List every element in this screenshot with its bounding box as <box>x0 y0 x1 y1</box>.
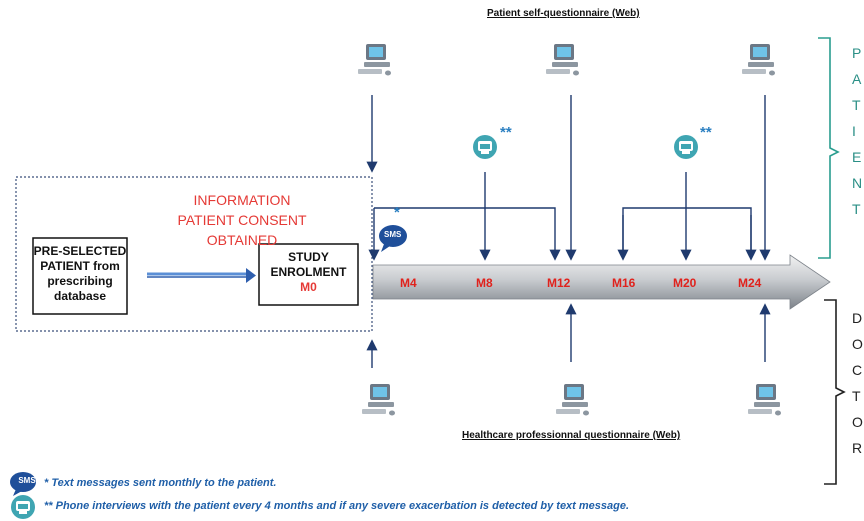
study-m0: M0 <box>300 280 317 294</box>
timeline-m24: M24 <box>738 276 762 290</box>
doctor-side-letters: D O C T O R <box>852 305 864 461</box>
computer-icon <box>748 384 781 416</box>
side-letter: T <box>852 201 861 217</box>
computer-icon <box>742 44 775 76</box>
side-letter: T <box>852 97 861 113</box>
computer-icon <box>556 384 589 416</box>
double-star: ** <box>500 124 512 141</box>
timeline-m12: M12 <box>547 276 571 290</box>
phone-icon <box>674 135 698 159</box>
sms-bubble-label: SMS <box>384 230 402 239</box>
side-letter: A <box>852 71 862 87</box>
side-letter: T <box>852 388 861 404</box>
study-text: STUDY ENROLMENT M0 <box>259 250 358 295</box>
sms-icon <box>10 472 36 496</box>
patient-questionnaire-label: Patient self-questionnaire (Web) <box>487 8 640 19</box>
legend-sms-text: * Text messages sent monthly to the pati… <box>44 477 277 489</box>
study-line: ENROLMENT <box>270 265 347 279</box>
phone-icon <box>11 495 35 519</box>
side-letter: N <box>852 175 863 191</box>
preselected-box <box>32 237 128 315</box>
timeline-m8: M8 <box>476 276 493 290</box>
patient-side-letters: P A T I E N T <box>852 40 864 222</box>
preselected-line: PRE-SELECTED <box>33 244 127 258</box>
preselected-text: PRE-SELECTED PATIENT from prescribing da… <box>33 244 127 304</box>
study-line: STUDY <box>288 250 329 264</box>
side-letter: D <box>852 310 863 326</box>
side-letter: P <box>852 45 862 61</box>
legend-sms-bubble-label: SMS <box>18 476 36 485</box>
side-letter: E <box>852 149 862 165</box>
information-consent-text: INFORMATION PATIENT CONSENT OBTAINED <box>142 190 342 250</box>
side-letter: R <box>852 440 863 456</box>
info-line: PATIENT CONSENT <box>177 212 307 228</box>
legend-phone-text: ** Phone interviews with the patient eve… <box>44 500 630 512</box>
phone-icon <box>473 135 497 159</box>
professional-questionnaire-label: Healthcare professionnal questionnaire (… <box>462 430 681 441</box>
doctor-bracket <box>824 299 846 485</box>
info-line: INFORMATION <box>193 192 291 208</box>
sms-icon <box>379 225 407 252</box>
side-letter: C <box>852 362 863 378</box>
double-star: ** <box>700 124 712 141</box>
side-letter: O <box>852 336 863 352</box>
timeline-m20: M20 <box>673 276 697 290</box>
patient-bracket <box>818 37 840 259</box>
timeline-m16: M16 <box>612 276 636 290</box>
study-box <box>258 243 359 306</box>
timeline-m4: M4 <box>400 276 417 290</box>
preselected-line: database <box>53 289 107 303</box>
side-letter: O <box>852 414 863 430</box>
info-line: OBTAINED <box>206 232 278 248</box>
timeline-arrow <box>372 254 831 310</box>
single-star: * <box>394 204 400 221</box>
preselected-line: prescribing <box>47 274 113 288</box>
preselected-line: PATIENT from <box>40 259 120 273</box>
computer-icon <box>362 384 395 416</box>
computer-icon <box>358 44 391 76</box>
computer-icon <box>546 44 579 76</box>
side-letter: I <box>852 123 856 139</box>
